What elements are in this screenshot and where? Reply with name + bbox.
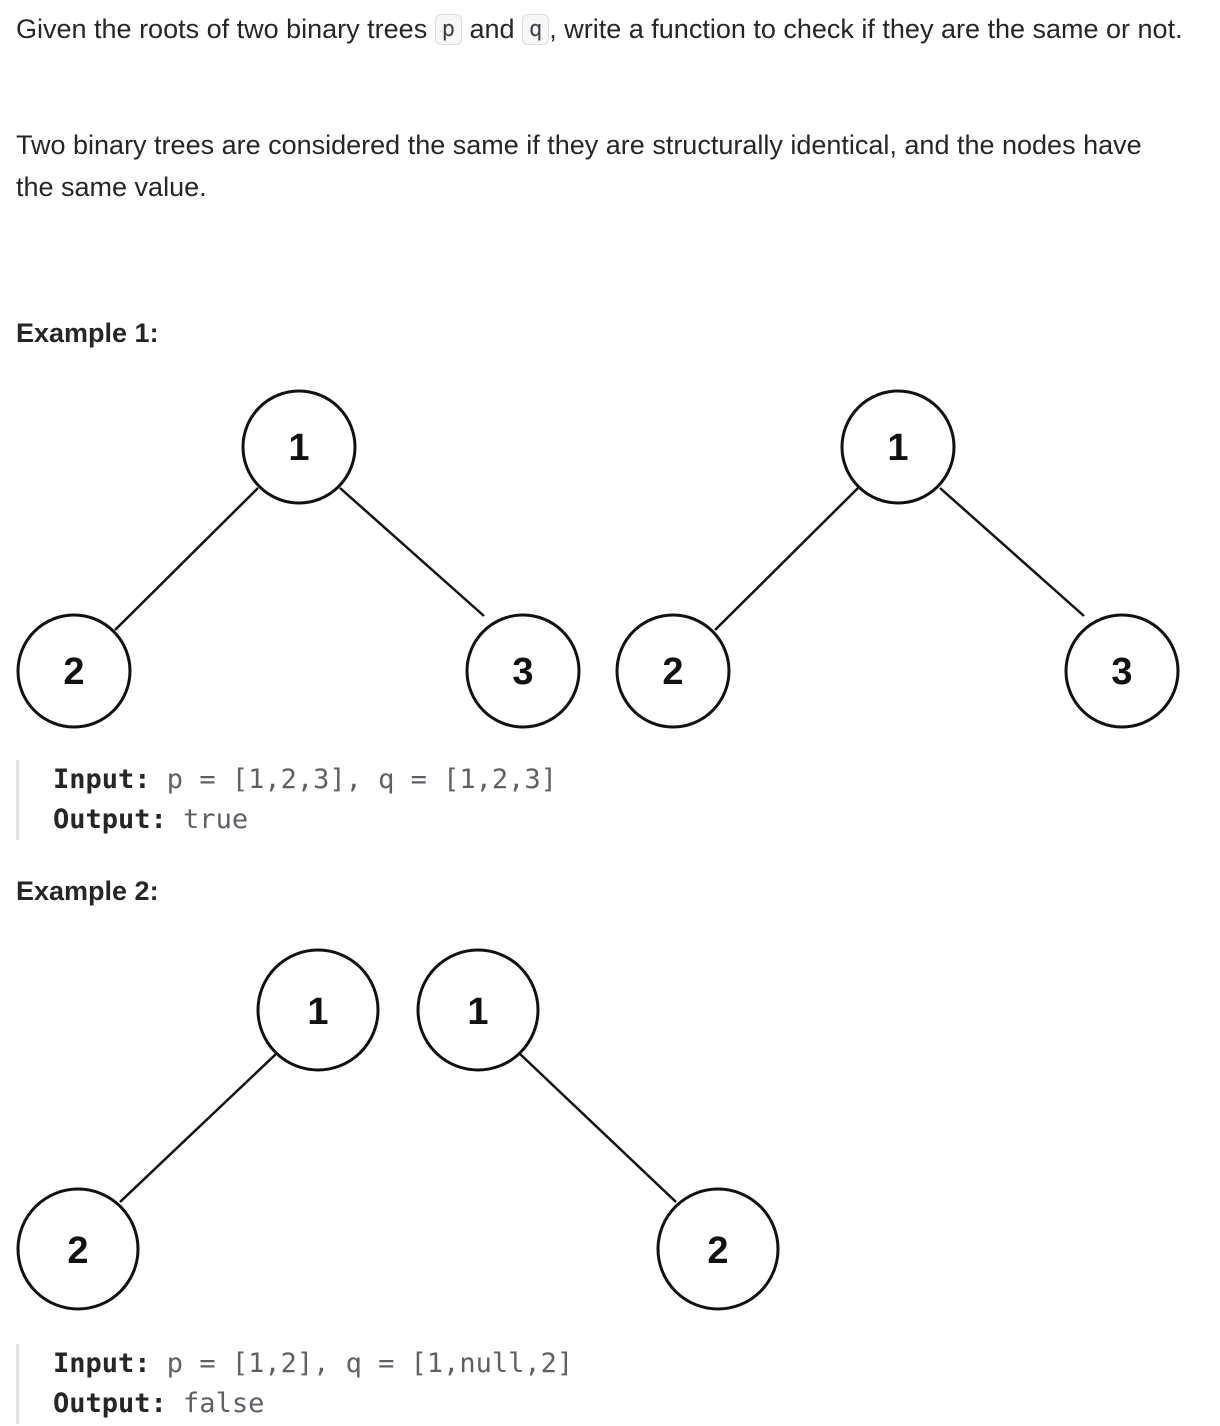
- tree-edge: [119, 1053, 277, 1203]
- intro-prefix: Given the roots of two binary trees: [16, 14, 435, 44]
- tree-edge: [114, 487, 259, 631]
- input-value: p = [1,2,3], q = [1,2,3]: [150, 764, 557, 795]
- problem-definition: Two binary trees are considered the same…: [16, 130, 1142, 202]
- tree-edge: [519, 1053, 677, 1203]
- tree-node: [16, 1187, 140, 1311]
- intro-mid: and: [461, 14, 523, 44]
- node-label: 1: [307, 991, 328, 1033]
- node-label: 2: [707, 1230, 728, 1272]
- code-q: q: [522, 14, 550, 45]
- tree-node: [1064, 613, 1180, 729]
- example-2-heading: Example 2:: [16, 876, 159, 906]
- tree-edge: [939, 487, 1085, 617]
- example-1-heading: Example 1:: [16, 318, 159, 348]
- node-label: 1: [288, 427, 309, 469]
- input-line: Input: p = [1,2], q = [1,null,2]: [53, 1344, 573, 1384]
- output-line: Output: true: [53, 800, 557, 840]
- tree-node: [656, 1187, 780, 1311]
- problem-intro: Given the roots of two binary trees p an…: [16, 8, 1186, 51]
- output-label: Output:: [53, 804, 167, 835]
- input-label: Input:: [53, 764, 151, 795]
- output-value: true: [166, 804, 249, 835]
- intro-suffix: , write a function to check if they are …: [549, 14, 1183, 44]
- node-label: 2: [662, 651, 683, 693]
- tree-node: [465, 613, 581, 729]
- node-label: 1: [467, 991, 488, 1033]
- input-value: p = [1,2], q = [1,null,2]: [150, 1348, 574, 1379]
- example-1-diagram: 1 2 3 2 1 3: [16, 389, 1180, 729]
- tree-edge: [339, 487, 485, 617]
- code-p: p: [434, 14, 462, 45]
- tree-node: [16, 613, 132, 729]
- output-label: Output:: [53, 1388, 167, 1419]
- tree-node: [256, 948, 380, 1072]
- example-1-io: Input: p = [1,2,3], q = [1,2,3] Output: …: [16, 760, 557, 840]
- tree-node: [840, 389, 956, 505]
- node-label: 2: [63, 651, 84, 693]
- tree-node: [241, 389, 357, 505]
- node-label: 3: [512, 651, 533, 693]
- node-label: 1: [887, 427, 908, 469]
- node-label: 3: [1111, 651, 1132, 693]
- output-line: Output: false: [53, 1384, 573, 1424]
- tree-edge: [714, 487, 859, 631]
- output-value: false: [166, 1388, 265, 1419]
- example-2-io: Input: p = [1,2], q = [1,null,2] Output:…: [16, 1344, 573, 1424]
- node-label: 2: [67, 1230, 88, 1272]
- example-2-diagram: 1 2 1 2: [16, 948, 780, 1311]
- input-label: Input:: [53, 1348, 151, 1379]
- tree-node: [615, 613, 731, 729]
- input-line: Input: p = [1,2,3], q = [1,2,3]: [53, 760, 557, 800]
- tree-node: [416, 948, 540, 1072]
